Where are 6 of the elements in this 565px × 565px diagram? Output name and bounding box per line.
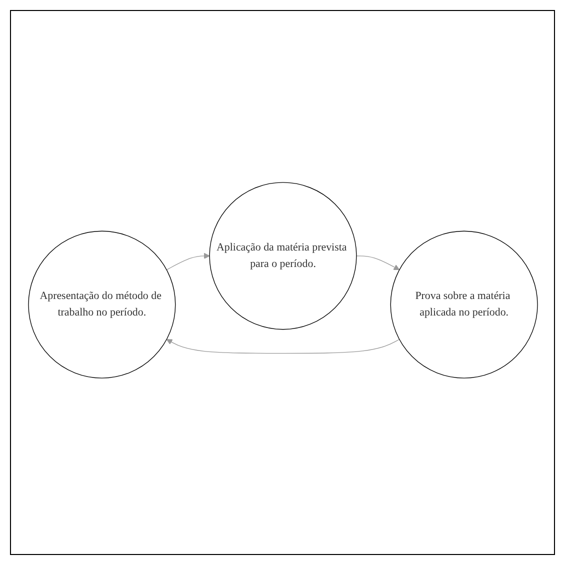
node-circle: Prova sobre a matéria aplicada no período.	[390, 230, 538, 378]
arrow	[356, 255, 400, 270]
node-circle: Aplicação da matéria prevista para o período.	[208, 182, 356, 330]
arrow	[166, 252, 210, 270]
node-circle: Apresentação do método de trabalho no período.	[28, 230, 176, 378]
arrow	[166, 338, 400, 354]
